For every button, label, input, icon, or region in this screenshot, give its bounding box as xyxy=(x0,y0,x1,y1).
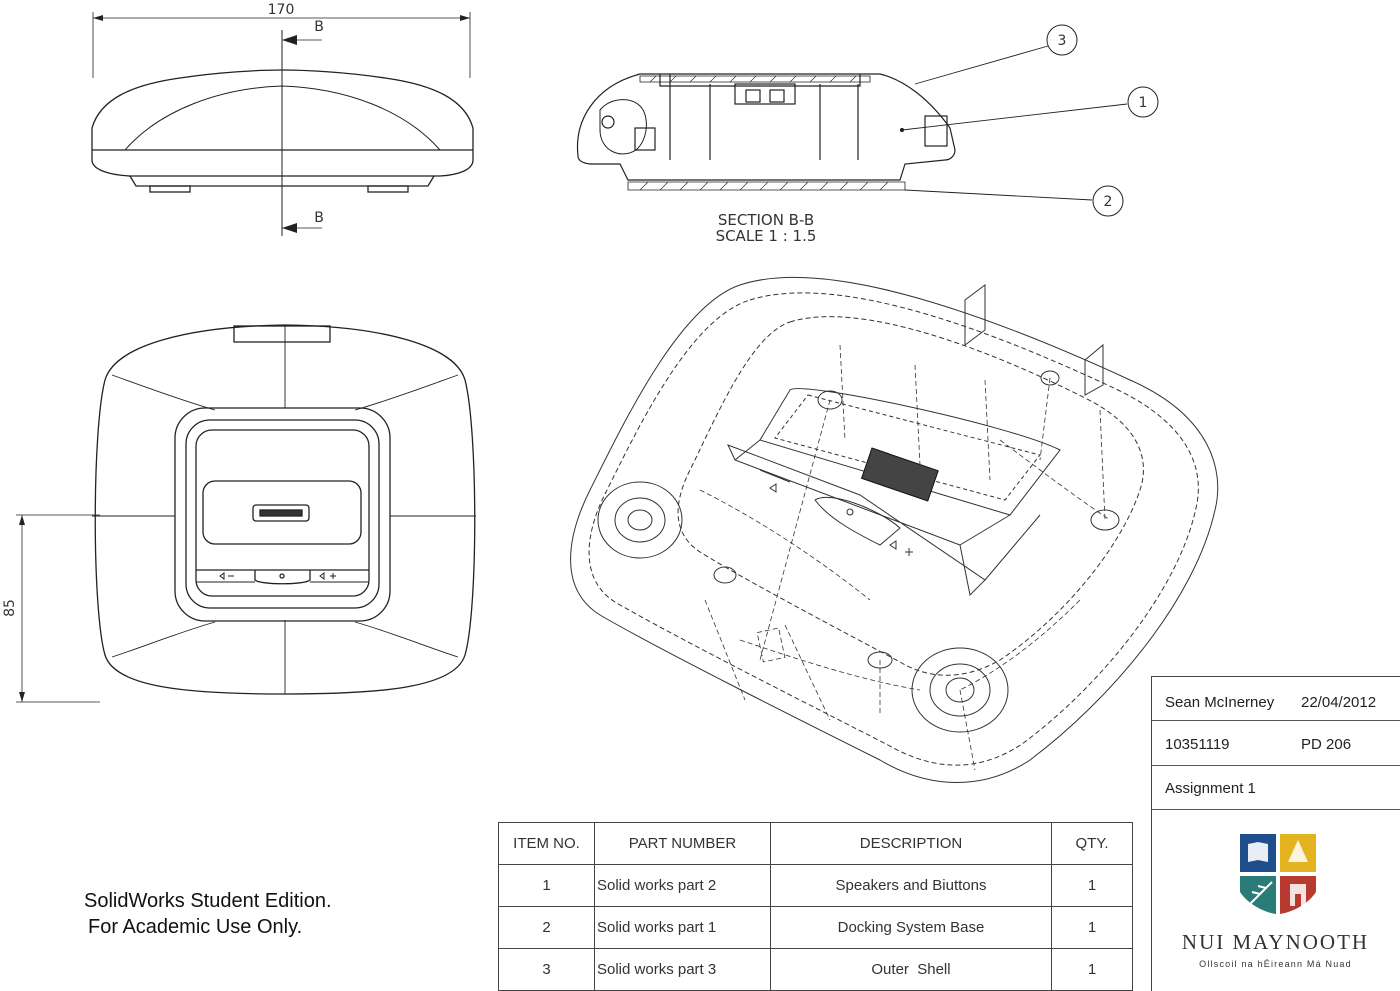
width-dimension: 170 xyxy=(268,2,295,18)
balloon-3: 3 xyxy=(1058,33,1067,49)
bom-part: Solid works part 3 xyxy=(594,948,771,991)
front-view xyxy=(91,12,474,236)
bom-part: Solid works part 1 xyxy=(594,906,771,949)
bom-header-row: ITEM NO. PART NUMBER DESCRIPTION QTY. xyxy=(498,822,1133,865)
title-block: Sean McInerney 22/04/2012 10351119 PD 20… xyxy=(1151,676,1400,991)
section-view xyxy=(576,24,1159,217)
balloon-1: 1 xyxy=(1139,95,1148,111)
author-name: Sean McInerney xyxy=(1165,694,1275,711)
section-marker-bottom: B xyxy=(314,210,324,226)
bom-qty: 1 xyxy=(1051,948,1133,991)
drawing-date: 22/04/2012 xyxy=(1301,694,1377,711)
bom-item: 2 xyxy=(498,906,595,949)
bom-description: Docking System Base xyxy=(770,906,1052,949)
bill-of-materials: ITEM NO. PART NUMBER DESCRIPTION QTY. 1 … xyxy=(498,822,1133,991)
assignment-name: Assignment 1 xyxy=(1165,780,1256,797)
bom-qty: 1 xyxy=(1051,906,1133,949)
bom-header-description: DESCRIPTION xyxy=(770,822,1052,865)
title-block-row-author: Sean McInerney 22/04/2012 xyxy=(1152,677,1400,721)
student-id: 10351119 xyxy=(1165,736,1230,753)
isometric-view xyxy=(570,277,1219,783)
table-row: 2 Solid works part 1 Docking System Base… xyxy=(498,906,1133,949)
bom-header-qty: QTY. xyxy=(1051,822,1133,865)
nui-maynooth-crest-logo xyxy=(1240,834,1316,914)
bom-item: 3 xyxy=(498,948,595,991)
edition-line-1: SolidWorks Student Edition. xyxy=(84,890,332,912)
student-edition-notice: SolidWorks Student Edition. For Academic… xyxy=(84,888,332,940)
section-marker-top: B xyxy=(314,19,324,35)
title-block-row-assignment: Assignment 1 xyxy=(1152,766,1400,810)
bom-description: Outer Shell xyxy=(770,948,1052,991)
balloon-2: 2 xyxy=(1104,194,1113,210)
title-block-row-id: 10351119 PD 206 xyxy=(1152,721,1400,766)
bom-qty: 1 xyxy=(1051,864,1133,907)
course-code: PD 206 xyxy=(1301,736,1352,753)
bom-item: 1 xyxy=(498,864,595,907)
section-scale: SCALE 1 : 1.5 xyxy=(716,227,817,245)
table-row: 3 Solid works part 3 Outer Shell 1 xyxy=(498,948,1133,991)
bom-header-part: PART NUMBER xyxy=(594,822,771,865)
table-row: 1 Solid works part 2 Speakers and Biutto… xyxy=(498,864,1133,907)
height-dimension: 85 xyxy=(2,599,18,617)
bom-part: Solid works part 2 xyxy=(594,864,771,907)
university-name: NUI MAYNOOTH xyxy=(1181,930,1370,954)
edition-line-2: For Academic Use Only. xyxy=(88,916,303,938)
bom-description: Speakers and Biuttons xyxy=(770,864,1052,907)
top-view xyxy=(16,324,476,703)
bom-header-item: ITEM NO. xyxy=(498,822,595,865)
university-subtitle: Ollscoil na hÉireann Má Nuad xyxy=(1199,959,1352,969)
section-title: SECTION B-B xyxy=(718,211,814,229)
